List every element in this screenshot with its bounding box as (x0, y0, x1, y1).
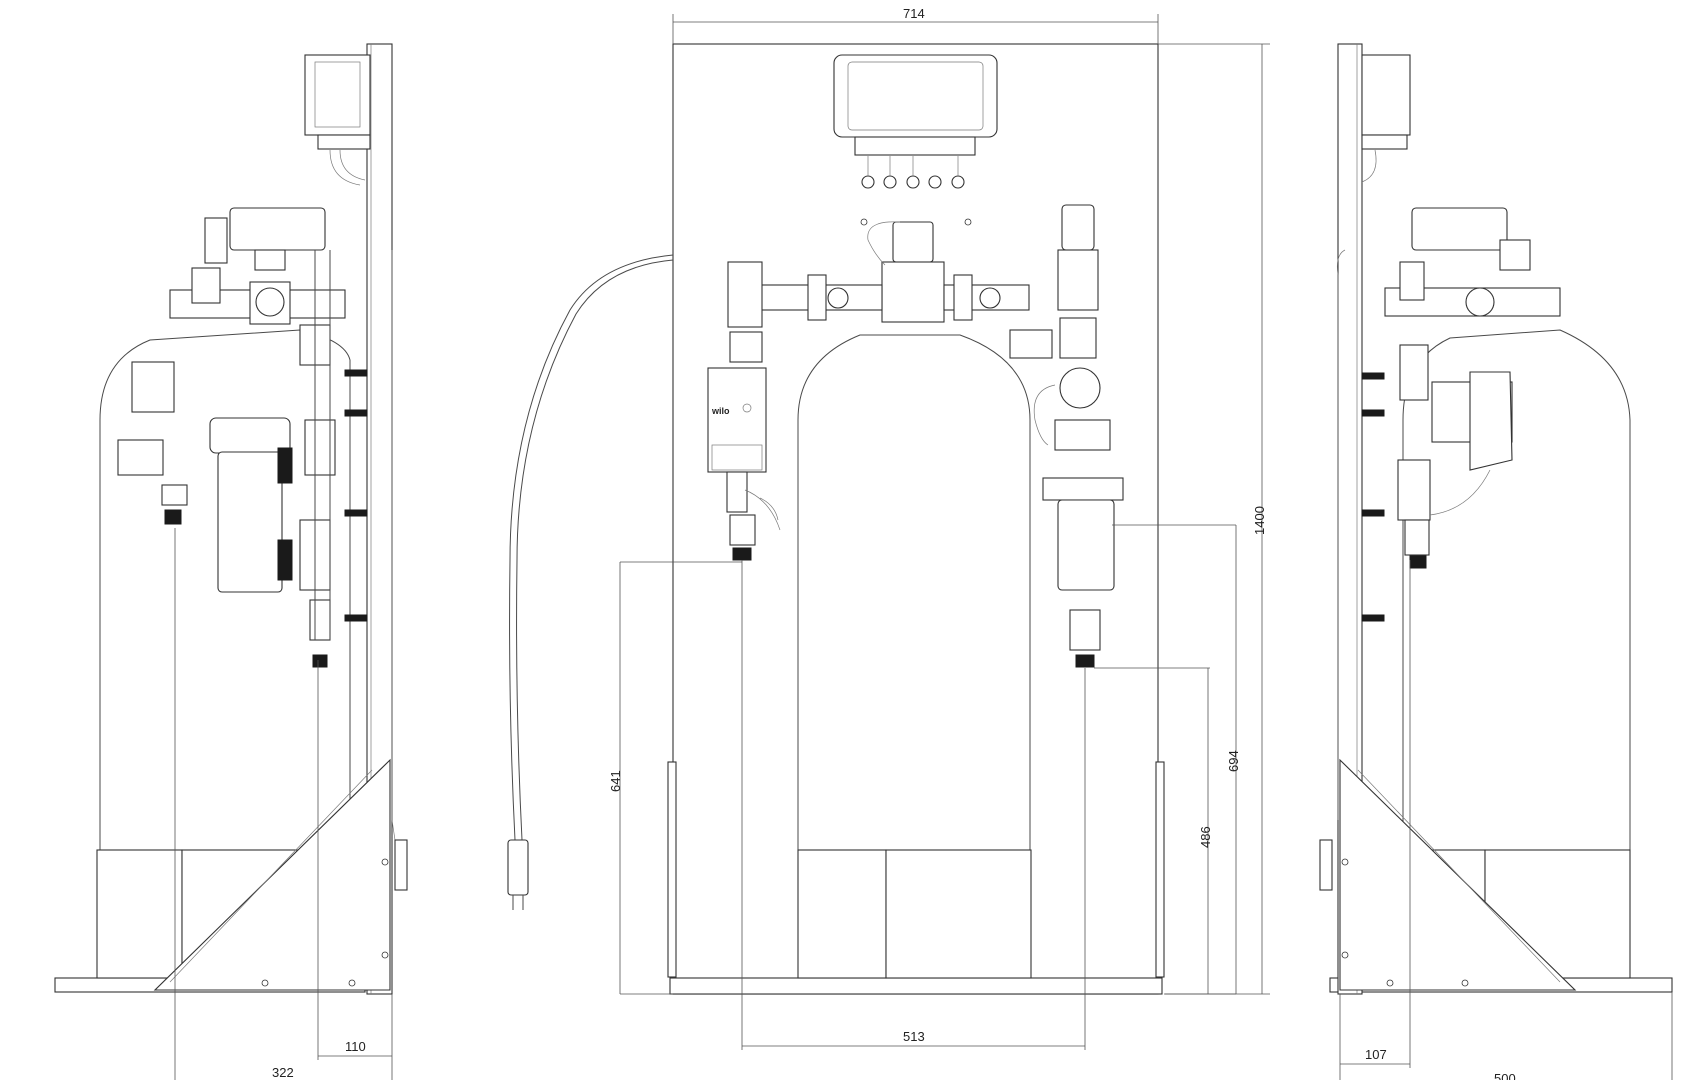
right-valve-head (1411, 207, 1508, 251)
left-tank (99, 329, 351, 851)
front-right-gauge (1059, 367, 1101, 409)
front-dim-label-486: 486 (1198, 826, 1213, 848)
front-left-valve (727, 261, 763, 328)
front-tank-head (881, 261, 945, 323)
left-control-box (304, 54, 371, 136)
front-pressure-sensor (892, 221, 934, 263)
front-dim-label-641: 641 (608, 770, 623, 792)
left-dim-label-110: 110 (345, 1039, 366, 1054)
front-pump (707, 367, 767, 473)
left-dim-label-322: 322 (272, 1065, 294, 1080)
front-dim-label-694: 694 (1226, 750, 1241, 772)
front-cable-glands (861, 156, 965, 189)
left-valve-head (229, 207, 326, 251)
front-plug (507, 839, 529, 896)
front-tank-base-left (797, 849, 887, 979)
left-side-view: 110 322 (54, 43, 408, 1080)
front-power-cable (509, 254, 674, 841)
front-dim-label-513: 513 (903, 1029, 925, 1044)
front-dim-label-714: 714 (903, 6, 925, 21)
left-gauge (131, 361, 175, 413)
front-tank (797, 334, 1031, 851)
left-tank-base-block (96, 849, 183, 979)
left-filter-body (217, 451, 283, 593)
front-controller (833, 54, 998, 138)
right-bracket (1339, 758, 1577, 991)
right-control-box (1361, 54, 1411, 136)
front-filter-body (1057, 499, 1115, 591)
front-pump-brand: wilo (711, 406, 730, 416)
front-left-outlet (732, 547, 752, 561)
front-dim-label-1400: 1400 (1252, 506, 1267, 535)
left-bracket (153, 758, 391, 991)
front-base-plate (669, 977, 1163, 995)
front-tank-base-right (885, 849, 1032, 979)
front-view: wilo 714 1400 64 (507, 6, 1270, 1050)
right-side-view: 107 500 (1319, 43, 1673, 1080)
front-right-outlet (1075, 654, 1095, 668)
right-dim-label-107: 107 (1365, 1047, 1387, 1062)
right-plug (1319, 839, 1333, 891)
front-filter-head (1042, 477, 1124, 501)
front-right-actuator (1061, 204, 1095, 251)
right-dim-label-500: 500 (1494, 1071, 1516, 1080)
